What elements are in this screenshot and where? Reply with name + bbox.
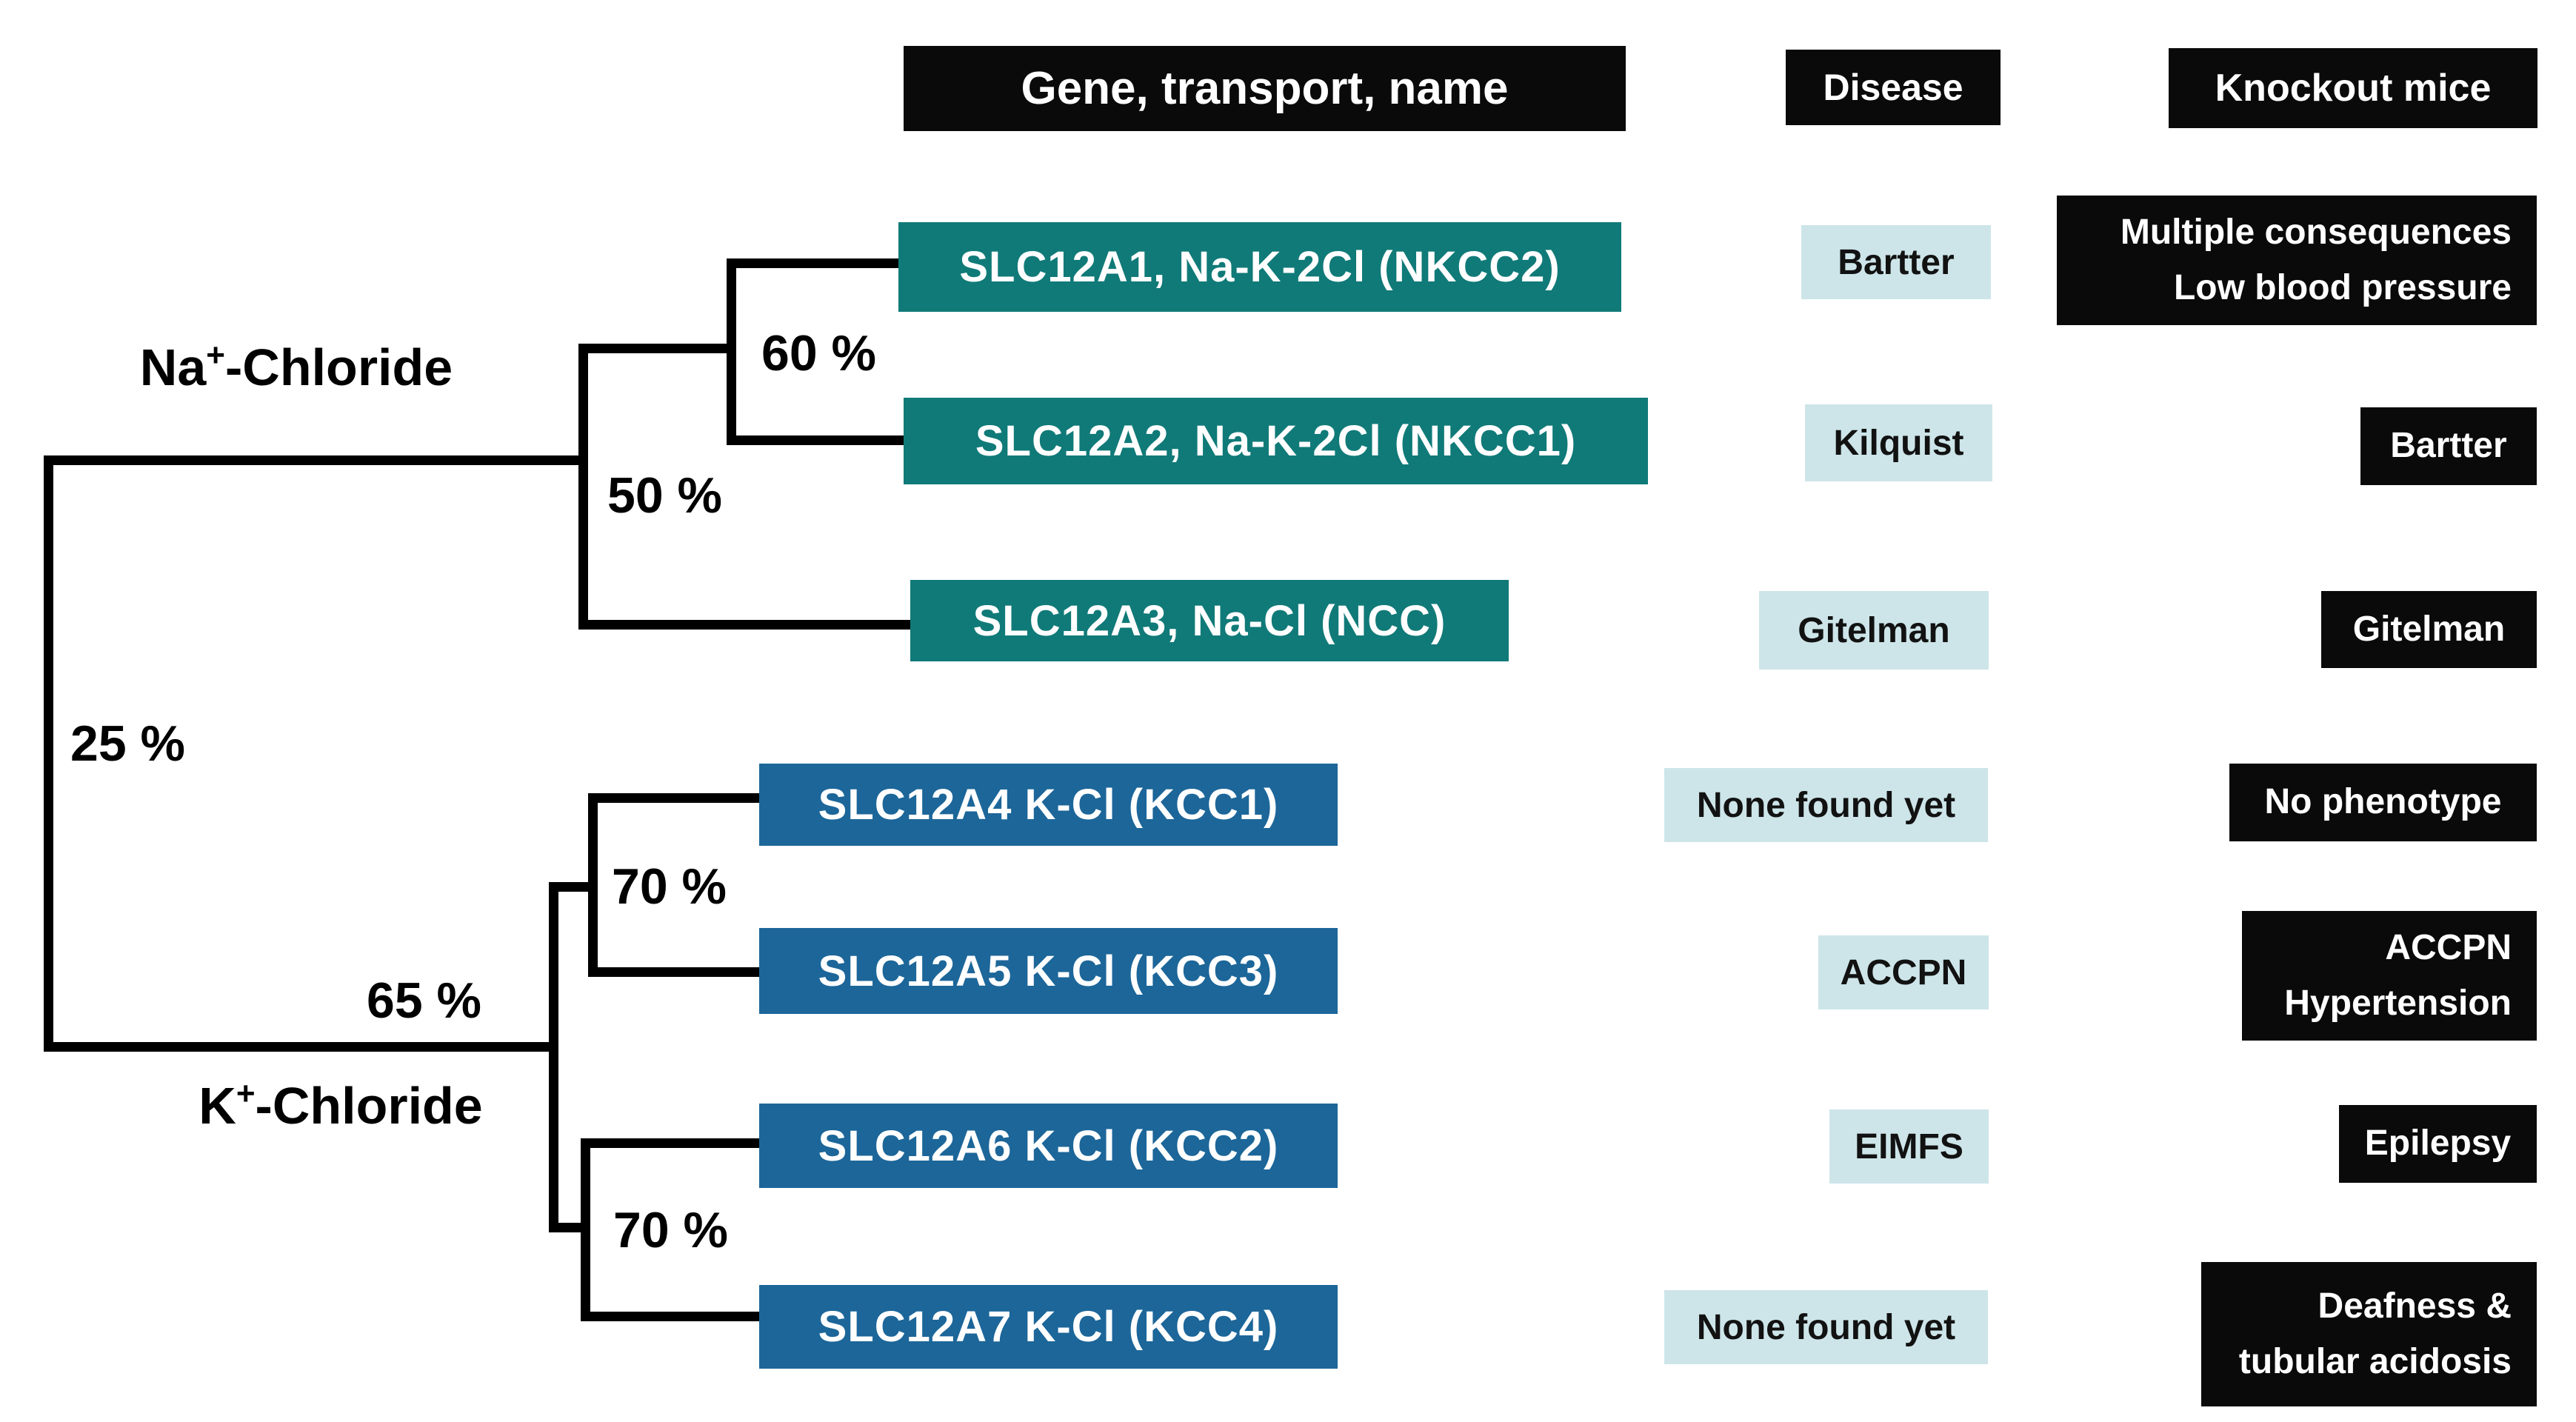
disease-label-slc12a3: Gitelman — [1798, 610, 1950, 650]
tree-70pct-bottom-stub-line — [549, 1223, 590, 1232]
knockout-box-slc12a4: No phenotype — [2229, 764, 2537, 841]
column-header-knockout: Knockout mice — [2169, 48, 2537, 128]
na-label-superscript: + — [206, 337, 225, 373]
identity-percent-60-node: 60 % — [761, 325, 876, 381]
disease-label-slc12a6: EIMFS — [1855, 1126, 1963, 1166]
gene-box-slc12a7: SLC12A7 K-Cl (KCC4) — [759, 1285, 1338, 1369]
column-header-disease: Disease — [1786, 50, 2001, 125]
column-header-gene-label: Gene, transport, name — [1021, 63, 1509, 114]
disease-label-slc12a2: Kilquist — [1833, 423, 1964, 463]
tree-70pct-top-node-vertical-line — [588, 793, 598, 977]
gene-box-slc12a5: SLC12A5 K-Cl (KCC3) — [759, 928, 1338, 1014]
gene-box-slc12a2: SLC12A2, Na-K-2Cl (NKCC1) — [904, 398, 1648, 484]
tree-slc12a1-branch-line — [727, 258, 900, 268]
disease-box-slc12a7: None found yet — [1664, 1290, 1988, 1364]
identity-percent-k-node: 65 % — [367, 972, 481, 1029]
gene-box-slc12a3: SLC12A3, Na-Cl (NCC) — [910, 580, 1509, 661]
knockout-label-slc12a2: Bartter — [2390, 426, 2507, 466]
column-header-gene: Gene, transport, name — [904, 46, 1626, 131]
knockout-label-slc12a6: Epilepsy — [2364, 1124, 2512, 1164]
gene-label-slc12a7: SLC12A7 K-Cl (KCC4) — [818, 1303, 1279, 1351]
gene-box-slc12a1: SLC12A1, Na-K-2Cl (NKCC2) — [898, 222, 1621, 312]
tree-slc12a6-branch-line — [581, 1138, 761, 1148]
tree-slc12a5-branch-line — [588, 967, 761, 977]
gene-box-slc12a4: SLC12A4 K-Cl (KCC1) — [759, 764, 1338, 846]
tree-k-node-vertical-line — [549, 882, 558, 1232]
knockout-box-slc12a7: Deafness & tubular acidosis — [2201, 1262, 2537, 1406]
tree-slc12a4-branch-line — [588, 793, 761, 803]
tree-slc12a7-branch-line — [581, 1312, 761, 1321]
gene-label-slc12a2: SLC12A2, Na-K-2Cl (NKCC1) — [975, 417, 1577, 465]
disease-label-slc12a5: ACCPN — [1840, 952, 1967, 992]
disease-box-slc12a3: Gitelman — [1759, 591, 1989, 670]
identity-percent-70-bottom: 70 % — [613, 1202, 728, 1258]
identity-percent-70-top: 70 % — [612, 858, 727, 915]
tree-70pct-top-stub-line — [549, 882, 597, 892]
gene-label-slc12a1: SLC12A1, Na-K-2Cl (NKCC2) — [959, 243, 1561, 291]
column-header-knockout-label: Knockout mice — [2215, 67, 2492, 110]
knockout-box-slc12a1: Multiple consequences Low blood pressure — [2057, 196, 2537, 325]
na-chloride-group-label: Na+-Chloride — [111, 337, 481, 397]
tree-slc12a3-branch-line — [578, 620, 911, 630]
disease-box-slc12a2: Kilquist — [1805, 404, 1992, 481]
disease-box-slc12a5: ACCPN — [1818, 935, 1989, 1009]
tree-na-branch-line — [44, 455, 587, 465]
k-label-superscript: + — [236, 1075, 256, 1112]
tree-60pct-node-vertical-line — [727, 258, 736, 445]
tree-70pct-bottom-node-vertical-line — [581, 1138, 590, 1321]
knockout-label-slc12a5-line2: Hypertension — [2284, 983, 2512, 1023]
disease-label-slc12a4: None found yet — [1696, 785, 1956, 825]
gene-label-slc12a6: SLC12A6 K-Cl (KCC2) — [818, 1121, 1279, 1170]
knockout-label-slc12a1-line2: Low blood pressure — [2173, 267, 2512, 307]
k-label-base: K — [198, 1077, 236, 1135]
k-chloride-group-label: K+-Chloride — [178, 1075, 504, 1135]
gene-box-slc12a6: SLC12A6 K-Cl (KCC2) — [759, 1104, 1338, 1188]
knockout-label-slc12a7-line2: tubular acidosis — [2238, 1341, 2512, 1381]
tree-root-vertical-line — [44, 455, 53, 1052]
disease-box-slc12a4: None found yet — [1664, 768, 1988, 842]
disease-box-slc12a1: Bartter — [1801, 225, 1991, 299]
gene-label-slc12a3: SLC12A3, Na-Cl (NCC) — [972, 596, 1447, 645]
disease-label-slc12a7: None found yet — [1696, 1307, 1956, 1347]
identity-percent-root: 25 % — [70, 715, 185, 772]
disease-label-slc12a1: Bartter — [1838, 242, 1955, 282]
gene-label-slc12a4: SLC12A4 K-Cl (KCC1) — [818, 781, 1279, 829]
tree-slc12a2-branch-line — [727, 435, 905, 445]
na-label-rest: -Chloride — [224, 338, 453, 396]
tree-60pct-stub-line — [578, 344, 735, 353]
na-label-base: Na — [139, 338, 207, 396]
tree-na-node-vertical-line — [578, 344, 588, 630]
knockout-label-slc12a4: No phenotype — [2264, 782, 2502, 822]
knockout-box-slc12a5: ACCPN Hypertension — [2242, 911, 2537, 1041]
knockout-box-slc12a2: Bartter — [2360, 407, 2537, 485]
gene-label-slc12a5: SLC12A5 K-Cl (KCC3) — [818, 947, 1279, 995]
knockout-label-slc12a7-line1: Deafness & — [2318, 1286, 2512, 1326]
knockout-label-slc12a5-line1: ACCPN — [2385, 928, 2512, 968]
column-header-disease-label: Disease — [1823, 67, 1963, 108]
knockout-label-slc12a1-line1: Multiple consequences — [2120, 213, 2512, 253]
knockout-box-slc12a6: Epilepsy — [2339, 1105, 2537, 1183]
k-label-rest: -Chloride — [255, 1077, 483, 1135]
tree-k-branch-line — [44, 1042, 558, 1052]
knockout-box-slc12a3: Gitelman — [2321, 591, 2537, 668]
identity-percent-na-node: 50 % — [607, 467, 722, 524]
disease-box-slc12a6: EIMFS — [1829, 1109, 1989, 1184]
knockout-label-slc12a3: Gitelman — [2352, 609, 2506, 649]
